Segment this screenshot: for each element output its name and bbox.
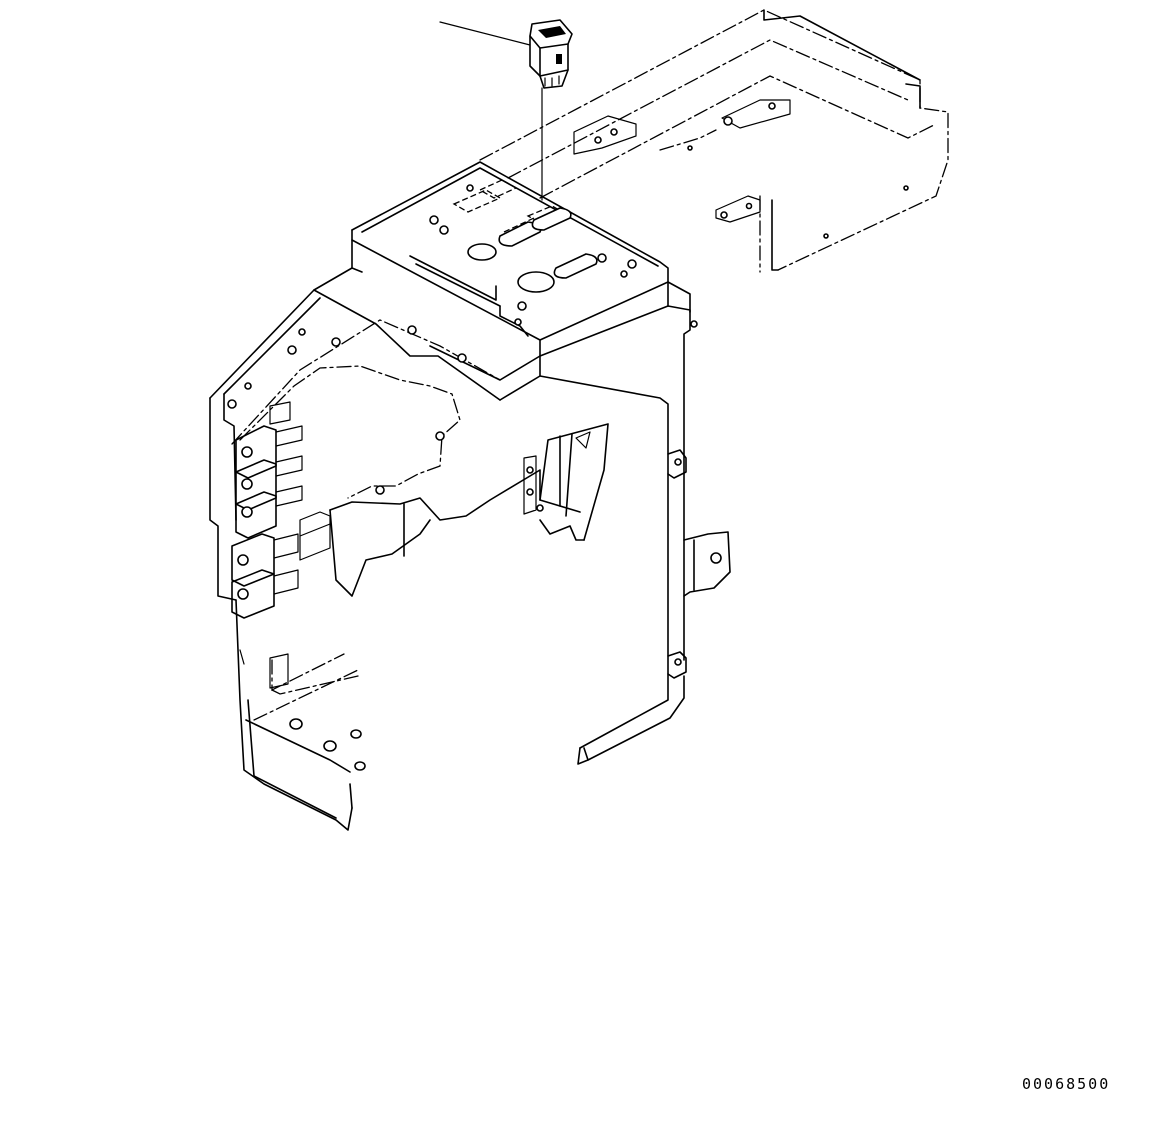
drawing-number-label: 00068500: [1022, 1075, 1111, 1093]
rocker-switch-icon[interactable]: [529, 19, 573, 89]
leader-line: [439, 21, 543, 201]
hinge-clip-group: [231, 401, 331, 619]
operator-console-frame-icon: [209, 9, 949, 831]
